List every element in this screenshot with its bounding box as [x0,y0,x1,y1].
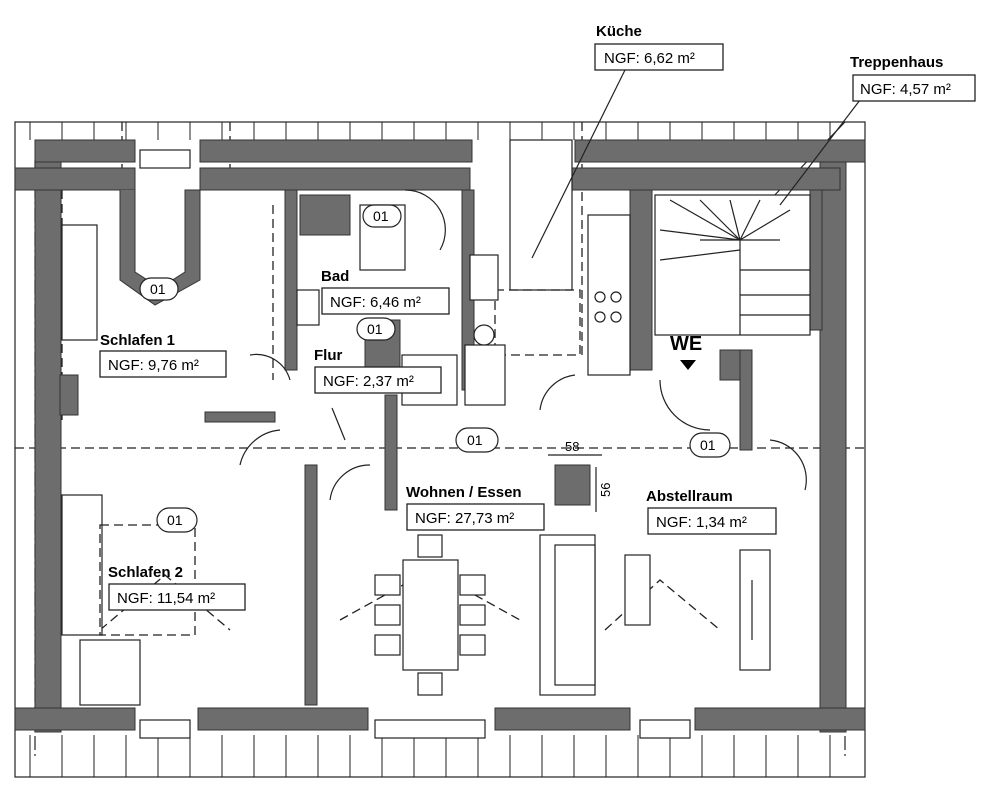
door-tag: 01 [150,281,166,297]
entrance-label: WE [670,333,702,355]
room-area: NGF: 6,62 m² [604,50,695,67]
entrance-arrow [680,360,696,370]
room-name: Küche [596,23,642,40]
column-depth-label: 56 [598,483,613,497]
room-area: NGF: 11,54 m² [117,590,215,607]
room-treppenhaus: Treppenhaus NGF: 4,57 m² [850,54,976,102]
room-name: Flur [314,347,342,364]
room-schlafen-2: Schlafen 2 NGF: 11,54 m² [108,564,246,611]
room-name: Wohnen / Essen [406,484,522,501]
room-area: NGF: 9,76 m² [108,357,199,374]
door-tag: 01 [467,432,483,448]
room-bad: Bad NGF: 6,46 m² [321,268,450,315]
room-area: NGF: 2,37 m² [323,373,414,390]
exterior-walls [14,139,866,733]
door-tag: 01 [373,208,389,224]
room-name: Bad [321,268,349,285]
rafter-ticks [29,122,831,777]
room-name: Treppenhaus [850,54,943,71]
bedroom-furniture [61,224,196,706]
room-flur: Flur NGF: 2,37 m² [314,347,442,394]
room-name: Schlafen 2 [108,564,183,581]
room-wohnen-essen: Wohnen / Essen NGF: 27,73 m² [406,484,545,531]
door-tags: 01 01 01 01 01 01 [139,204,731,533]
kitchen-furniture [494,139,631,376]
room-area: NGF: 1,34 m² [656,514,747,531]
column-width-label: 58 [565,439,579,454]
room-area: NGF: 4,57 m² [860,81,951,98]
room-area: NGF: 6,46 m² [330,294,421,311]
room-abstellraum: Abstellraum NGF: 1,34 m² [646,488,777,535]
room-area: NGF: 27,73 m² [415,510,514,527]
door-tag: 01 [167,512,183,528]
room-name: Schlafen 1 [100,332,175,349]
column-dimension: 58 56 [548,439,613,512]
room-schlafen-1: Schlafen 1 NGF: 9,76 m² [99,332,227,378]
living-furniture [374,534,771,696]
door-swings [239,189,807,501]
door-tag: 01 [700,437,716,453]
staircase [654,194,811,370]
room-name: Abstellraum [646,488,733,505]
bathroom-fixtures [296,204,506,406]
leader-lines [531,69,861,259]
door-tag: 01 [367,321,383,337]
room-kueche: Küche NGF: 6,62 m² [594,23,724,71]
